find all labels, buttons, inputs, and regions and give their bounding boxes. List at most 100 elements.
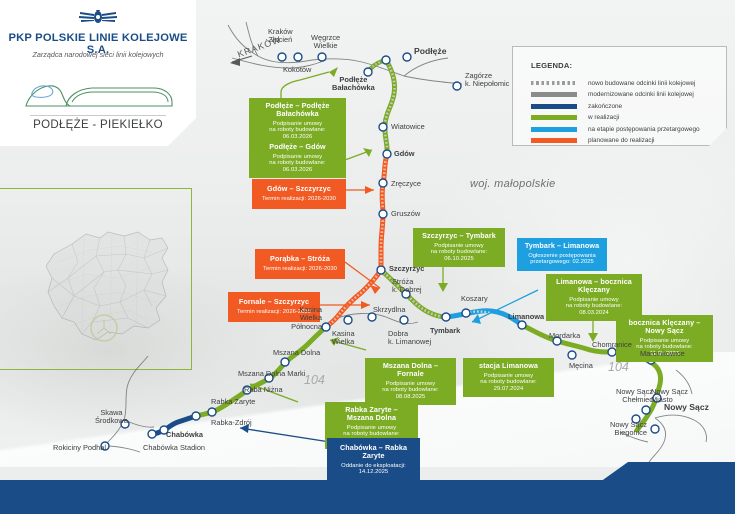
callout-title: bocznica Klęczany – Nowy Sącz	[628, 318, 701, 336]
station-label-gruszow: Gruszów	[391, 209, 421, 218]
legend-swatch-cyan	[531, 126, 577, 132]
callout-line2: na roboty budowlane: 08.08.2025	[382, 387, 439, 400]
footer-band-notch	[600, 462, 735, 482]
station-label-rabka-zdroj: Rabka-Zdrój	[211, 418, 252, 427]
station-label-chabowka: Chabówka	[166, 430, 203, 439]
station-label-kasina-wielka: Kasina Wielka	[332, 329, 355, 347]
station-label-kasina-wielka-polnocna: Kasina Wielka Północna	[291, 305, 322, 331]
station-label-podleze-balachowka: Podłęże Bałachówka	[332, 75, 375, 93]
callout-podleze-gdow[interactable]: Podłęże – Gdów Podpisanie umowy na robot…	[249, 139, 346, 179]
station-label-podleze: Podłęże	[414, 46, 447, 56]
callout-tymbark-limanowa[interactable]: Tymbark – Limanowa Ogłoszenie postępowan…	[517, 238, 607, 271]
station-label-nowy-sacz-miasto: Nowy Sącz Miasto	[651, 387, 688, 405]
segment-szczyrzyc-tymbark	[379, 268, 447, 320]
legend-item-modernized: modernizowane odcinki linii kolejowej	[531, 90, 700, 100]
region-label: woj. małopolskie	[470, 178, 556, 190]
callout-title: Porąbka – Stróża	[270, 254, 330, 263]
legend-rows: nowo budowane odcinki linii kolejowej mo…	[531, 78, 700, 146]
train-outline-icon	[25, 85, 173, 107]
station-label-dobra-k-limanowej: Dobra k. Limanowej	[388, 329, 432, 347]
legend-label-new-build: nowo budowane odcinki linii kolejowej	[588, 79, 696, 87]
route-number-104-west: 104	[304, 373, 325, 387]
station-label-zreczyce: Zręczyce	[391, 179, 421, 188]
callout-line2: na roboty budowlane: 11.05.2023	[636, 344, 693, 357]
callout-line1: Podpisanie umowy	[483, 372, 534, 379]
callout-line1: Podpisanie umowy	[639, 337, 690, 344]
pkp-winged-wheel-icon	[79, 10, 117, 23]
callout-line2: na roboty budowlane: 08.03.2024	[565, 303, 623, 316]
callout-line1: Podpisanie umowy	[434, 242, 484, 249]
callout-line1: Oddanie do eksploatacji: 14.12.2025	[341, 462, 406, 476]
station-label-stroza-k-dobrej: Stróża k. Dobrej	[392, 277, 422, 295]
callout-kleczany-nowy-sacz[interactable]: bocznica Klęczany – Nowy Sącz Podpisanie…	[616, 315, 713, 363]
station-label-krakow-zlocien: Kraków Złocień	[268, 27, 293, 45]
station-label-mordarka: Mordarka	[549, 331, 581, 340]
callout-chabowka-rabka-zaryte[interactable]: Chabówka – Rabka Zaryte Oddanie do ekspl…	[327, 438, 420, 483]
route-number-104-east: 104	[608, 360, 629, 374]
station-label-limanowa: Limanowa	[508, 312, 545, 321]
station-label-koszary: Koszary	[461, 294, 488, 303]
background-rail-network	[103, 21, 707, 497]
callout-title: Tymbark – Limanowa	[524, 241, 600, 250]
callout-title: Mszana Dolna – Fornale	[382, 361, 439, 379]
krakow-arrowhead	[230, 58, 240, 66]
callout-title: Gdów – Szczyrzyc	[267, 184, 331, 193]
brand-title: PKP POLSKIE LINIE KOLEJOWE S.A.	[8, 32, 188, 56]
inset-map-frame	[0, 188, 192, 370]
legend-swatch-orange	[531, 138, 577, 143]
station-label-wiatowice: Wiatowice	[391, 122, 425, 131]
legend-label-in-progress: w realizacji	[588, 114, 620, 121]
segment-chabowka-rabka	[151, 413, 197, 437]
station-label-skrzydlna: Skrzydlna	[373, 305, 406, 314]
station-label-rokiciny-podhal: Rokiciny Podhal.	[53, 443, 109, 452]
callout-line1: Termin realizacji: 2026-2030	[237, 308, 311, 315]
callout-line1: Termin realizacji: 2026-2030	[263, 265, 337, 272]
callout-line1: Podpisanie umowy	[272, 153, 323, 160]
callout-stacja-limanowa[interactable]: stacja Limanowa Podpisanie umowy na robo…	[463, 358, 554, 398]
callout-line2: na roboty budowlane: 06.03.2026	[269, 127, 326, 140]
station-label-nowy-sacz-biegonice: Nowy Sącz Biegonice	[610, 420, 647, 438]
callout-line2: przetargowego: 02.2025	[530, 259, 594, 266]
station-label-skawa-srodkowa: Skawa Środkowa	[95, 408, 128, 426]
station-label-kokotow: Kokotów	[283, 65, 312, 74]
callout-title: Szczyrzyc – Tymbark	[422, 231, 496, 240]
station-label-mecina: Męcina	[569, 361, 593, 370]
callout-gdow-szczyrzyc[interactable]: Gdów – Szczyrzyc Termin realizacji: 2026…	[252, 179, 346, 210]
callout-limanowa-kleczany[interactable]: Limanowa – bocznica Klęczany Podpisanie …	[546, 274, 642, 322]
legend-item-in-progress: w realizacji	[531, 113, 700, 123]
station-label-tymbark: Tymbark	[430, 326, 461, 335]
footer-band	[0, 480, 735, 514]
callout-title: stacja Limanowa	[478, 361, 539, 370]
station-label-marcinkowice: Marcinkowice	[640, 349, 685, 358]
legend-item-planned: planowane do realizacji	[531, 136, 700, 146]
callout-title: Rabka Zaryte – Mszana Dolna	[345, 405, 398, 423]
station-label-nowy-sacz: Nowy Sącz	[664, 402, 709, 412]
callout-line2: na roboty budowlane: 29.07.2024	[480, 379, 537, 392]
legend-label-modernized: modernizowane odcinki linii kolejowej	[588, 91, 694, 98]
station-label-rabka-zaryte: Rabka Zaryte	[211, 397, 256, 406]
station-label-wegrzce-wielkie: Węgrzce Wielkie	[311, 33, 341, 51]
callout-podleze-balachowka[interactable]: Podłęże – Podłęże Bałachówka Podpisanie …	[249, 98, 346, 146]
callout-mszana-dolna-fornale[interactable]: Mszana Dolna – Fornale Podpisanie umowy …	[365, 358, 456, 406]
station-label-mszana-dolna: Mszana Dolna	[273, 348, 321, 357]
callout-line1: Podpisanie umowy	[385, 380, 436, 387]
callout-fornale-szczyrzyc[interactable]: Fornale – Szczyrzyc Termin realizacji: 2…	[228, 292, 320, 323]
callout-szczyrzyc-tymbark[interactable]: Szczyrzyc – Tymbark Podpisanie umowy na …	[413, 228, 505, 268]
callout-line1: Ogłoszenie postępowania	[528, 252, 596, 259]
callout-title: Chabówka – Rabka Zaryte	[339, 443, 408, 461]
callout-title: Limanowa – bocznica Klęczany	[556, 277, 632, 295]
callout-line2: na roboty budowlane: 06.10.2025	[430, 249, 488, 262]
brand-card: PKP POLSKIE LINIE KOLEJOWE S.A. Zarządca…	[0, 0, 196, 146]
legend-item-tender: na etapie postępowania przetargowego	[531, 124, 700, 134]
brand-subtitle: Zarządca narodowej sieci linii kolejowyc…	[32, 50, 164, 59]
station-label-raba-nizna: Raba Niżna	[244, 385, 283, 394]
segment-limanowa-kleczany	[520, 322, 613, 355]
callout-title: Podłęże – Gdów	[269, 142, 326, 151]
legend-label-planned: planowane do realizacji	[588, 137, 655, 144]
callout-line1: Podpisanie umowy	[569, 296, 619, 303]
legend-item-new-build: nowo budowane odcinki linii kolejowej	[531, 78, 700, 88]
callout-title: Podłęże – Podłęże Bałachówka	[265, 101, 330, 119]
callout-porabka-stroza[interactable]: Porąbka – Stróża Termin realizacji: 2026…	[255, 249, 345, 280]
